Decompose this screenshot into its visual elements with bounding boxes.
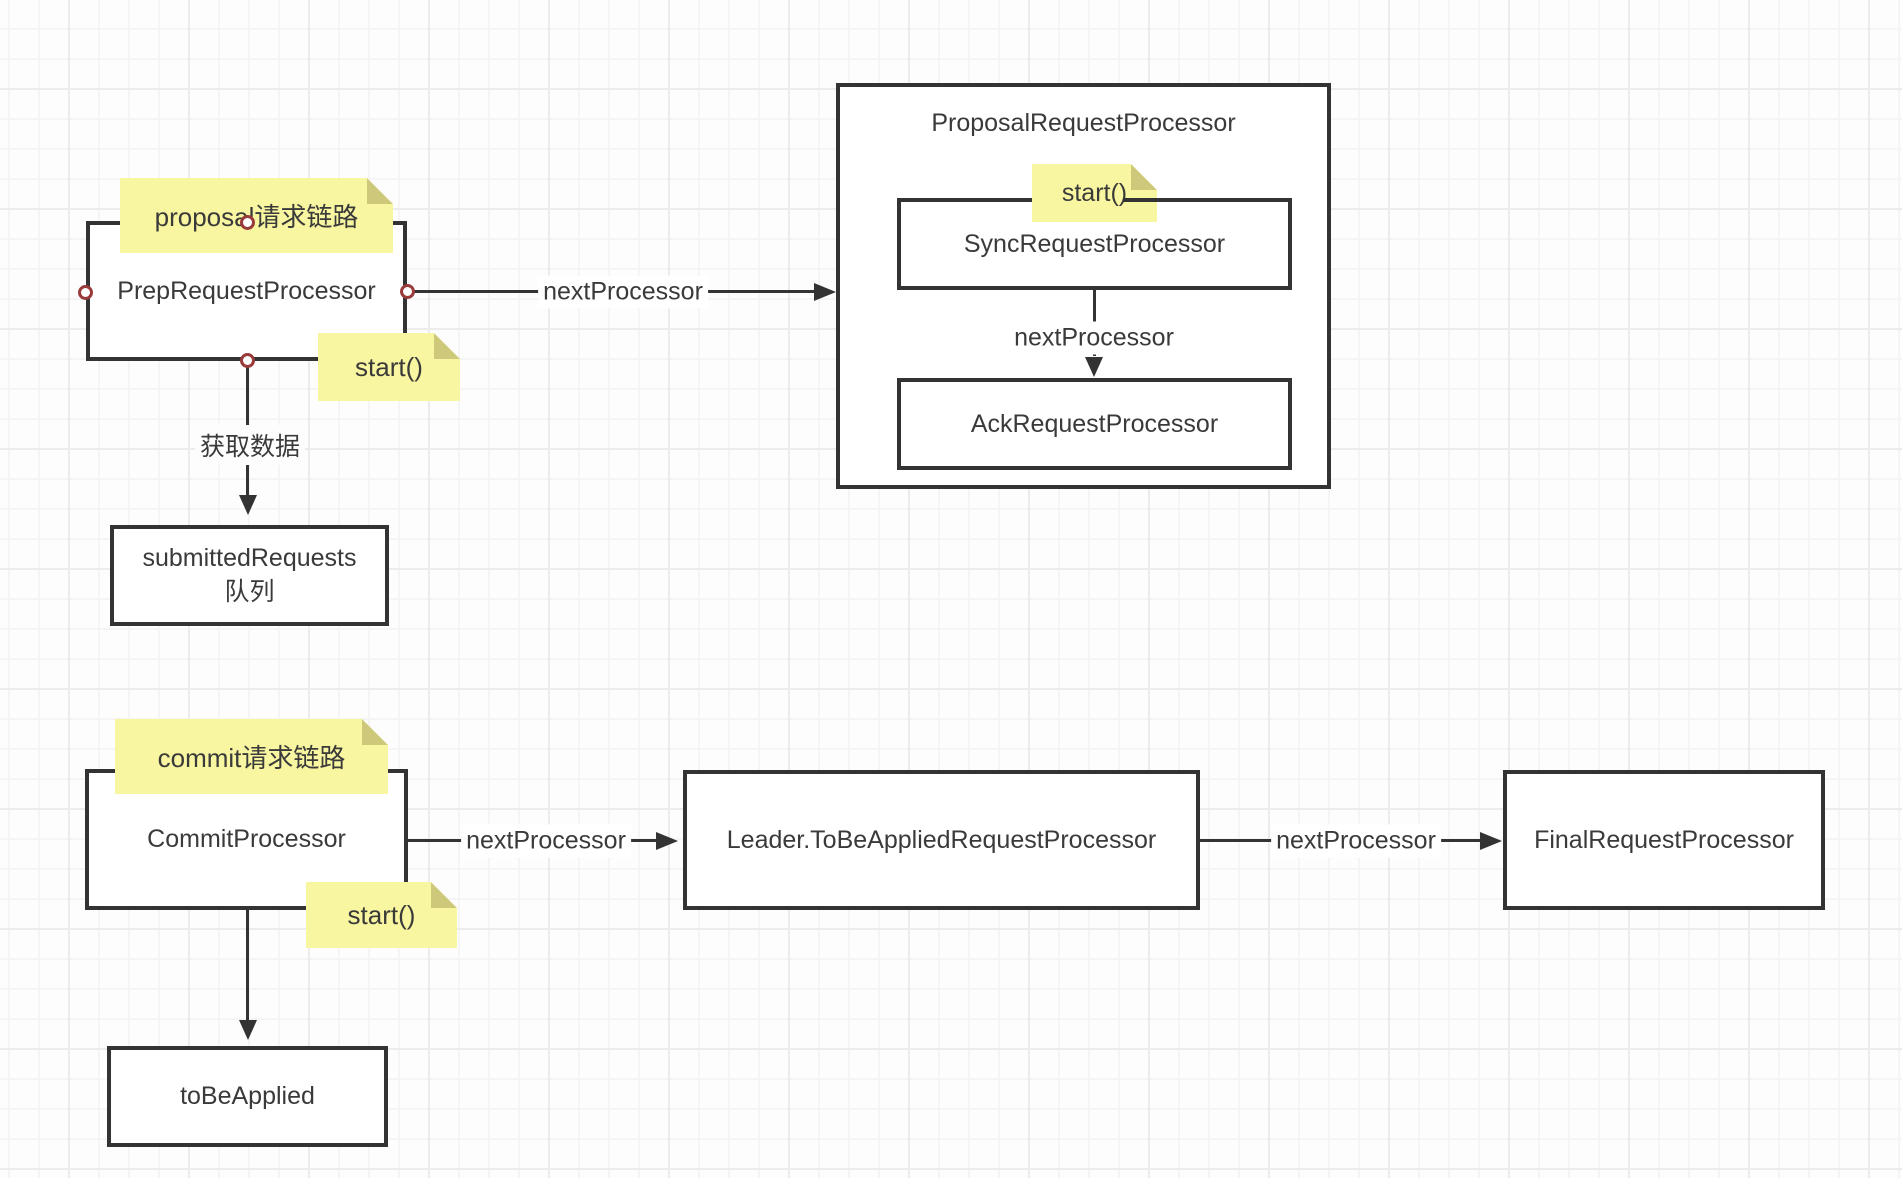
box-submitted-requests-queue[interactable]: submittedRequests 队列 (110, 525, 389, 626)
note-start-commit[interactable]: start() (306, 882, 457, 948)
note-start-prep[interactable]: start() (318, 333, 460, 401)
connection-point-handle[interactable] (240, 215, 255, 230)
box-label: FinalRequestProcessor (1534, 825, 1794, 854)
box-label: AckRequestProcessor (970, 409, 1219, 438)
sync-border-segment (1123, 198, 1157, 202)
arrowhead-right-icon (1480, 832, 1502, 850)
box-label-line1: submittedRequests (142, 543, 357, 572)
box-label-line2: 队列 (224, 577, 275, 606)
box-final-request-processor[interactable]: FinalRequestProcessor (1503, 770, 1825, 910)
connection-point-handle[interactable] (400, 284, 415, 299)
note-label: proposal请求链路 (154, 202, 359, 232)
box-title: ProposalRequestProcessor (931, 109, 1236, 137)
edge-label-fetch-data: 获取数据 (194, 425, 306, 465)
arrowhead-down-icon (239, 1020, 257, 1040)
box-label: SyncRequestProcessor (963, 229, 1226, 258)
edge-commit-to-tobeapplied-line (246, 910, 249, 1022)
edge-label-next-processor: nextProcessor (1009, 321, 1179, 355)
note-label: start() (1061, 178, 1128, 207)
edge-label-next-processor: nextProcessor (1271, 824, 1441, 858)
note-label: start() (347, 899, 416, 930)
note-commit-chain[interactable]: commit请求链路 (115, 719, 388, 794)
note-start-proposal[interactable]: start() (1032, 164, 1157, 222)
connection-point-handle[interactable] (240, 353, 255, 368)
edge-label-next-processor: nextProcessor (538, 275, 708, 309)
connection-point-handle[interactable] (78, 285, 93, 300)
note-fold-corner-icon (362, 719, 388, 745)
note-label: start() (355, 351, 423, 382)
box-to-be-applied[interactable]: toBeApplied (107, 1046, 388, 1147)
box-ack-request-processor[interactable]: AckRequestProcessor (897, 378, 1292, 470)
box-label: CommitProcessor (147, 825, 346, 853)
arrowhead-right-icon (656, 832, 678, 850)
note-fold-corner-icon (434, 333, 460, 359)
edge-label-next-processor: nextProcessor (461, 824, 631, 858)
arrowhead-right-icon (814, 283, 836, 301)
arrowhead-down-icon (1085, 357, 1103, 377)
note-fold-corner-icon (367, 178, 393, 204)
note-proposal-chain[interactable]: proposal请求链路 (120, 178, 393, 253)
box-label: PrepRequestProcessor (117, 276, 376, 305)
note-fold-corner-icon (431, 882, 457, 908)
box-leader-tobeapplied-request-processor[interactable]: Leader.ToBeAppliedRequestProcessor (683, 770, 1200, 910)
note-label: commit请求链路 (157, 743, 346, 773)
box-label: Leader.ToBeAppliedRequestProcessor (726, 825, 1157, 854)
arrowhead-down-icon (239, 495, 257, 515)
box-label: toBeApplied (180, 1082, 315, 1110)
